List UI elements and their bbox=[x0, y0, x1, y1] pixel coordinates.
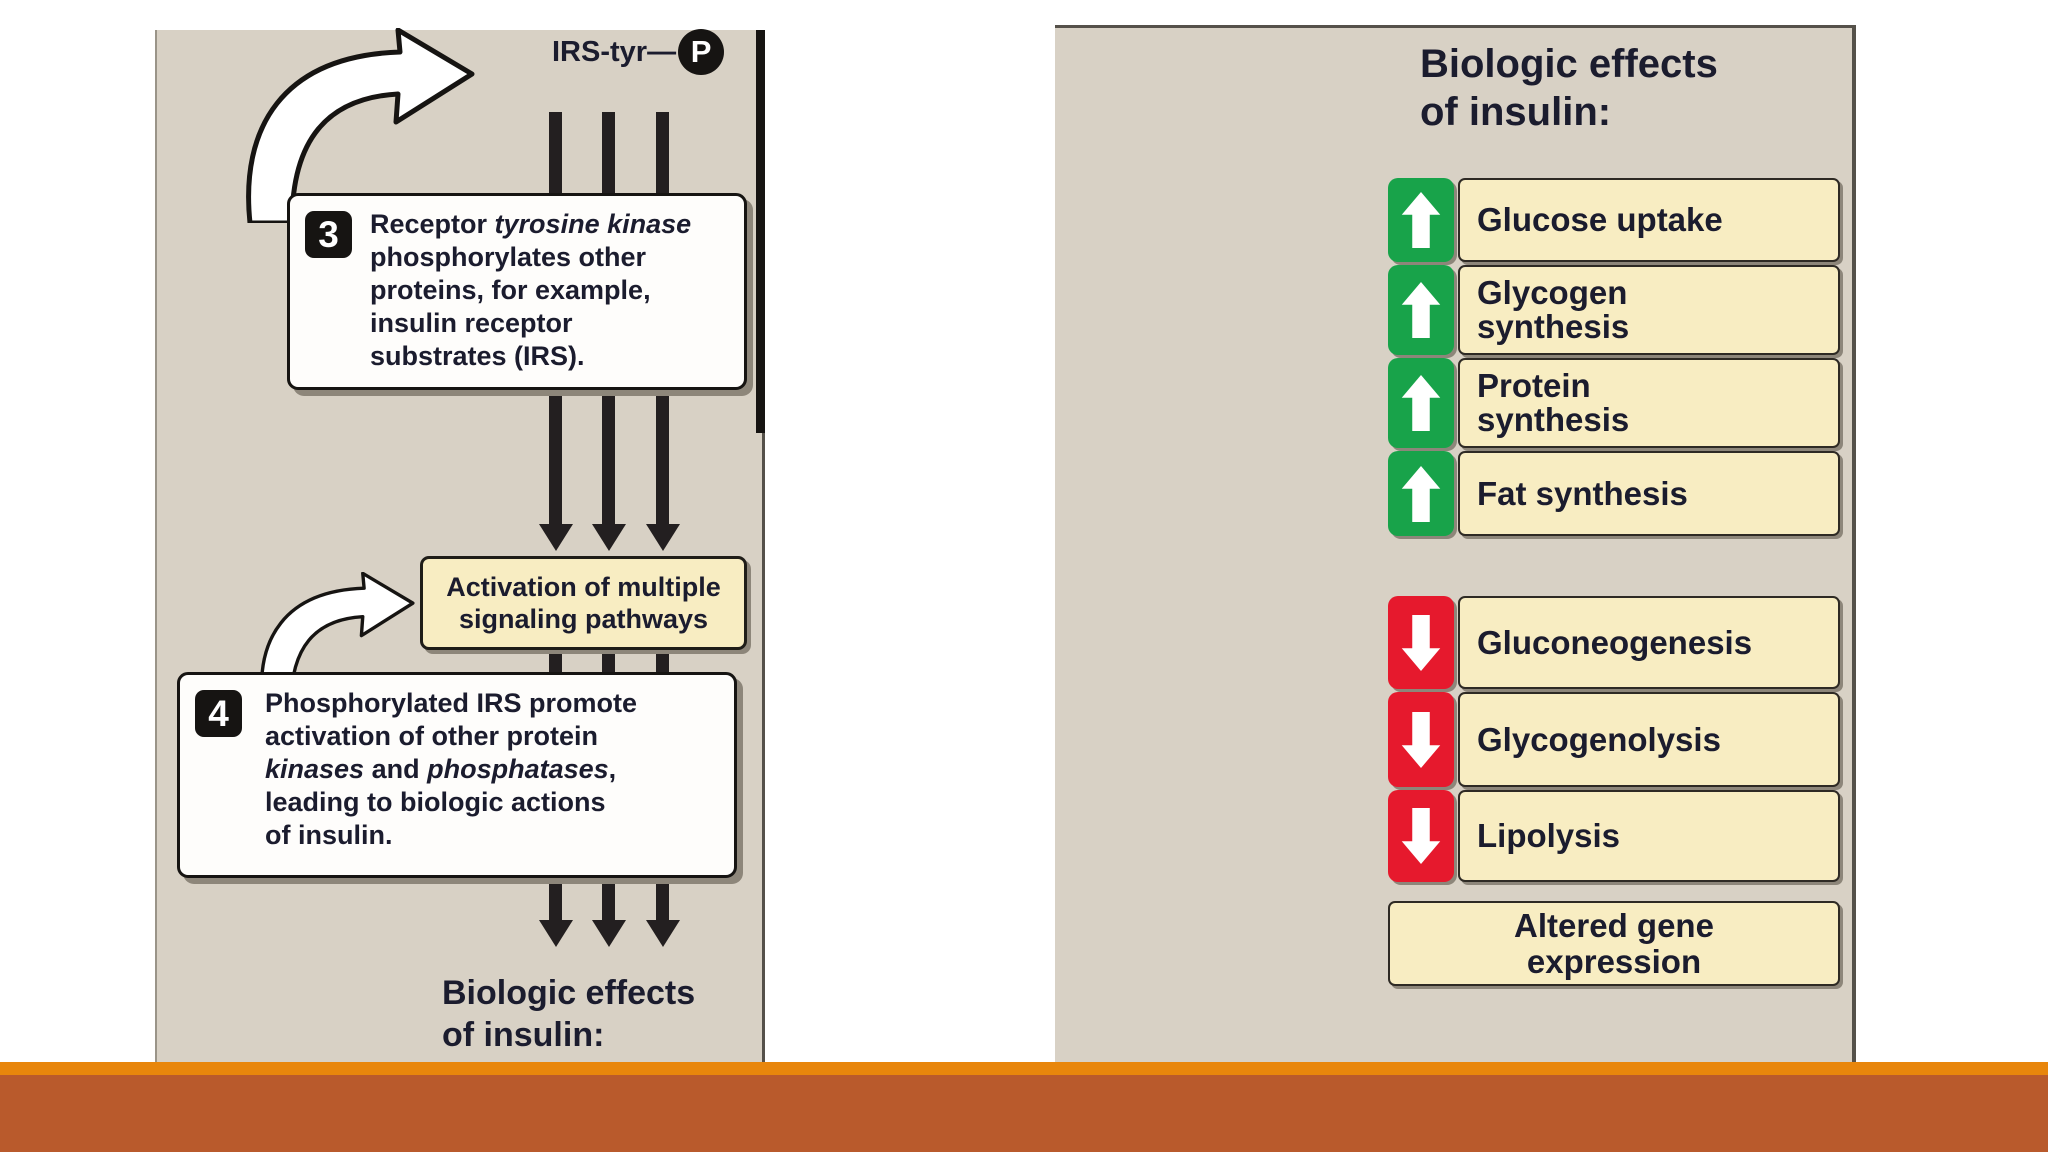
arrowhead-icon bbox=[592, 524, 626, 551]
membrane-bar bbox=[756, 30, 765, 433]
up-arrow-icon bbox=[1388, 451, 1454, 536]
effect-row: Glycogenolysis bbox=[1388, 692, 1840, 787]
step4-number-badge: 4 bbox=[195, 690, 242, 737]
effect-row: Protein synthesis bbox=[1388, 358, 1840, 448]
arrowhead-icon bbox=[539, 524, 573, 551]
biologic-effects-panel: Biologic effects of insulin: Glucose upt… bbox=[1055, 25, 1856, 1062]
effect-row: Gluconeogenesis bbox=[1388, 596, 1840, 689]
step3-text: Receptor tyrosine kinase phosphorylates … bbox=[370, 209, 692, 371]
arrowhead-icon bbox=[592, 920, 626, 947]
effect-label: Gluconeogenesis bbox=[1458, 596, 1840, 689]
effect-label: Glycogen synthesis bbox=[1458, 265, 1840, 355]
down-arrow-icon bbox=[1388, 790, 1454, 882]
hook-arrow-icon bbox=[246, 28, 475, 223]
effect-label: Glucose uptake bbox=[1458, 178, 1840, 262]
increase-effects-group: Glucose uptake Glycogen synthesis Protei… bbox=[1388, 178, 1840, 539]
panel-heading: Biologic effects of insulin: bbox=[1420, 42, 1718, 134]
slide-accent-bar bbox=[0, 1062, 2048, 1075]
biologic-effects-caption: Biologic effects of insulin: bbox=[442, 974, 696, 1054]
irs-tyr-text: IRS-tyr— bbox=[552, 35, 677, 68]
down-arrow-icon bbox=[1388, 596, 1454, 689]
altered-gene-expression-box: Altered gene expression bbox=[1388, 901, 1840, 986]
effect-label: Glycogenolysis bbox=[1458, 692, 1840, 787]
signaling-pathways-box: Activation of multiple signaling pathway… bbox=[420, 556, 747, 650]
arrowhead-icon bbox=[539, 920, 573, 947]
up-arrow-icon bbox=[1388, 265, 1454, 355]
effect-label: Protein synthesis bbox=[1458, 358, 1840, 448]
up-arrow-icon bbox=[1388, 358, 1454, 448]
effect-row: Glucose uptake bbox=[1388, 178, 1840, 262]
up-arrow-icon bbox=[1388, 178, 1454, 262]
arrowhead-icon bbox=[646, 920, 680, 947]
arrowhead-icon bbox=[646, 524, 680, 551]
phosphate-icon: P bbox=[678, 29, 725, 75]
effect-row: Fat synthesis bbox=[1388, 451, 1840, 536]
effect-label: Fat synthesis bbox=[1458, 451, 1840, 536]
irs-tyr-label: IRS-tyr— P bbox=[552, 26, 725, 78]
effect-label: Lipolysis bbox=[1458, 790, 1840, 882]
down-arrow-icon bbox=[1388, 692, 1454, 787]
hook-arrow-icon bbox=[259, 572, 415, 704]
decrease-effects-group: Gluconeogenesis Glycogenolysis Lipolysis bbox=[1388, 596, 1840, 885]
step4-text: Phosphorylated IRS promote activation of… bbox=[265, 688, 638, 850]
insulin-signaling-panel: IRS-tyr— P 3 Receptor tyrosine kinase ph… bbox=[155, 28, 765, 1062]
step4-callout: 4 Phosphorylated IRS promote activation … bbox=[177, 672, 737, 878]
slide-footer-bar bbox=[0, 1075, 2048, 1152]
effect-row: Lipolysis bbox=[1388, 790, 1840, 882]
effect-row: Glycogen synthesis bbox=[1388, 265, 1840, 355]
step3-callout: 3 Receptor tyrosine kinase phosphorylate… bbox=[287, 193, 747, 390]
step3-number-badge: 3 bbox=[305, 211, 352, 258]
